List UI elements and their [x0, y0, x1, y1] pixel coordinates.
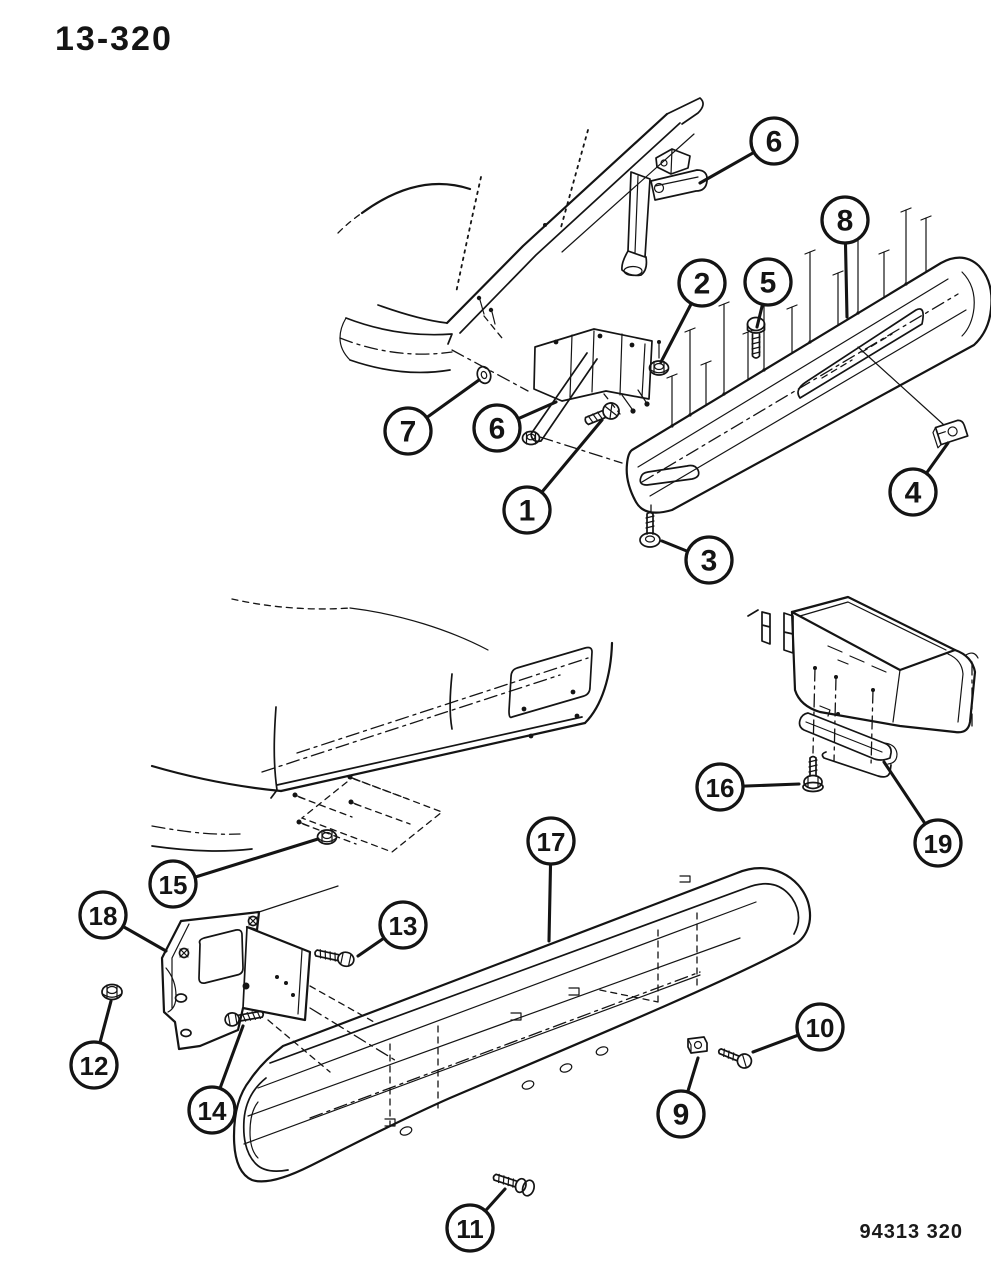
- drawing-number: 94313 320: [859, 1221, 963, 1243]
- bumper-studs-upper: [666, 207, 932, 428]
- callout-number: 10: [806, 1013, 835, 1043]
- bolt-item-14: [224, 1010, 265, 1027]
- callout-19[interactable]: 19: [882, 760, 963, 868]
- callout-number: 11: [456, 1214, 484, 1244]
- callout-number: 2: [694, 268, 711, 301]
- nut-item-12: [101, 983, 123, 1001]
- callout-circle[interactable]: [148, 859, 198, 909]
- hitch-bracket: [798, 705, 898, 778]
- step-bumper: [232, 867, 812, 1183]
- nut-item-15: [316, 829, 338, 845]
- callout-number: 7: [400, 416, 417, 449]
- callout-12[interactable]: 12: [69, 999, 119, 1090]
- support-bracket-upper: [621, 148, 708, 277]
- washer-item-7: [476, 365, 492, 385]
- van-rear-quarter-upper: [337, 97, 704, 392]
- callout-2[interactable]: 2: [659, 258, 727, 364]
- bolt-item-11: [492, 1173, 535, 1197]
- bumper-bracket-lower: [101, 885, 399, 1073]
- callout-13[interactable]: 13: [356, 900, 428, 958]
- callout-number: 14: [198, 1096, 227, 1126]
- bumper-bracket-upper: [476, 328, 670, 464]
- callout-15[interactable]: 15: [148, 837, 320, 909]
- callout-circle[interactable]: [445, 1203, 495, 1253]
- callout-14[interactable]: 14: [187, 1024, 245, 1135]
- callout-17[interactable]: 17: [526, 816, 576, 943]
- screw-item-5: [746, 316, 766, 359]
- page-number: 13-320: [55, 20, 173, 58]
- callout-9[interactable]: 9: [656, 1056, 706, 1139]
- callout-number: 4: [905, 477, 922, 510]
- callout-number: 9: [673, 1099, 690, 1132]
- callout-circle[interactable]: [795, 1002, 845, 1052]
- callout-5[interactable]: 5: [743, 257, 793, 329]
- callout-circle[interactable]: [820, 195, 870, 245]
- callout-number: 13: [389, 911, 418, 941]
- callout-circle[interactable]: [78, 890, 128, 940]
- callout-10[interactable]: 10: [751, 1002, 845, 1054]
- clip-item-9: [687, 1036, 708, 1054]
- upper-diagram: [337, 97, 991, 548]
- callout-circle[interactable]: [913, 818, 963, 868]
- callout-number: 5: [760, 267, 777, 300]
- callout-4[interactable]: 4: [888, 441, 950, 517]
- brace-nut: [521, 430, 541, 446]
- callout-circle[interactable]: [749, 116, 799, 166]
- callout-leader-line: [171, 837, 320, 886]
- nut-item-2: [648, 360, 670, 376]
- callout-circle[interactable]: [526, 816, 576, 866]
- screw-item-3: [639, 504, 661, 548]
- callout-circle[interactable]: [656, 1089, 706, 1139]
- bolt-item-1: [584, 402, 620, 426]
- callout-11[interactable]: 11: [445, 1187, 507, 1253]
- callout-circle[interactable]: [677, 258, 727, 308]
- callout-1[interactable]: 1: [502, 418, 604, 535]
- bumper-upper: [625, 207, 991, 548]
- callout-circle[interactable]: [187, 1085, 237, 1135]
- clip-item-4: [932, 419, 969, 449]
- callout-number: 3: [701, 545, 718, 578]
- callout-circle[interactable]: [695, 762, 745, 812]
- callout-16[interactable]: 16: [695, 762, 801, 812]
- callout-7[interactable]: 7: [383, 378, 481, 456]
- hitch-crossmember: [747, 595, 979, 767]
- callout-number: 18: [89, 901, 118, 931]
- callout-circle[interactable]: [888, 467, 938, 517]
- bolt-item-16: [802, 755, 824, 793]
- callout-number: 1: [519, 495, 536, 528]
- callout-circle[interactable]: [472, 403, 522, 453]
- callout-number: 6: [766, 126, 783, 159]
- screw-item-10: [717, 1048, 753, 1069]
- callout-number: 19: [924, 829, 953, 859]
- callout-number: 17: [537, 827, 566, 857]
- callout-circle[interactable]: [383, 406, 433, 456]
- callout-number: 15: [159, 870, 188, 900]
- van-rear-quarter-lower: [150, 598, 614, 853]
- callout-8[interactable]: 8: [820, 195, 870, 319]
- callout-18[interactable]: 18: [78, 890, 168, 953]
- callout-number: 12: [80, 1051, 109, 1081]
- callout-number: 16: [706, 773, 735, 803]
- callout-circle[interactable]: [378, 900, 428, 950]
- callout-3[interactable]: 3: [660, 535, 734, 585]
- lower-diagram: [101, 595, 979, 1197]
- callout-circle[interactable]: [684, 535, 734, 585]
- bolt-item-13: [314, 949, 355, 968]
- callout-circle[interactable]: [743, 257, 793, 307]
- callout-circle[interactable]: [502, 485, 552, 535]
- callout-6-0[interactable]: 6: [698, 116, 799, 185]
- callout-circle[interactable]: [69, 1040, 119, 1090]
- callout-number: 6: [489, 413, 506, 446]
- callout-6-5[interactable]: 6: [472, 400, 558, 453]
- callout-number: 8: [837, 205, 854, 238]
